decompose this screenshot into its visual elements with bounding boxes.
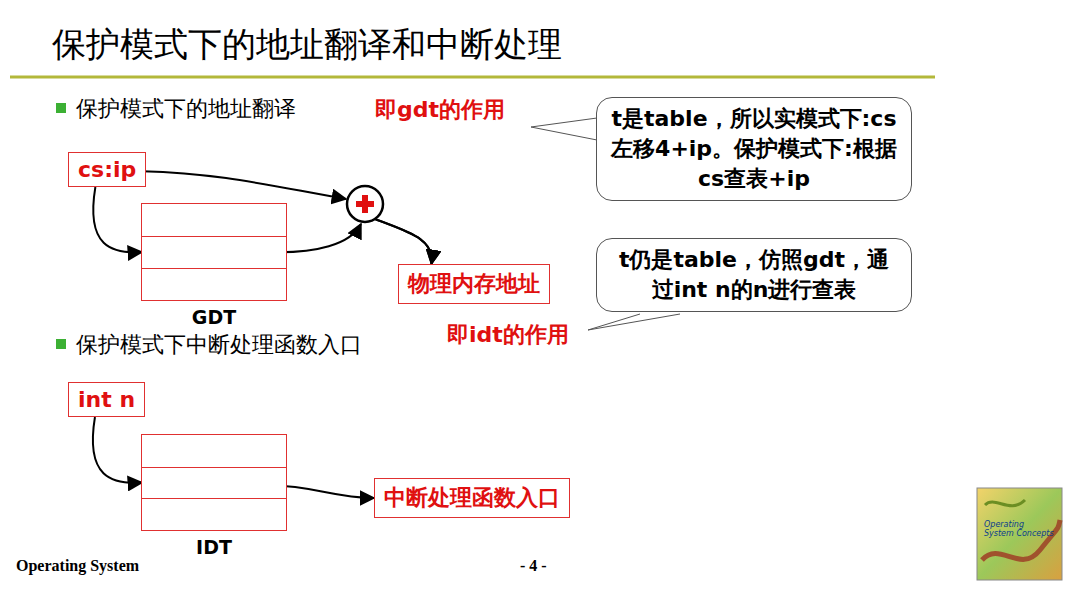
table-row-line — [142, 236, 286, 237]
table-row-line — [142, 498, 286, 499]
note-text: 即idt的作用 — [447, 320, 569, 350]
callout-bubble: t仍是table，仿照gdt，通过int n的n进行查表 — [596, 238, 912, 312]
bullet-square — [56, 339, 66, 349]
bullet-square — [56, 103, 66, 113]
result-box: 物理内存地址 — [398, 264, 550, 304]
connector — [92, 411, 142, 483]
table-row-line — [142, 467, 286, 468]
callout-tail — [588, 314, 680, 330]
connector-path — [93, 187, 142, 252]
plus-symbol — [362, 195, 368, 213]
connector-path — [93, 417, 142, 483]
connector-path — [375, 219, 432, 264]
page-number: - 4 - — [520, 557, 547, 575]
node-text: 物理内存地址 — [408, 271, 540, 296]
register-box: cs:ip — [68, 152, 146, 187]
node-text: int n — [78, 387, 135, 412]
connector-path — [375, 219, 432, 264]
cover-snake — [982, 520, 1060, 560]
node-text: t仍是table，仿照gdt，通过int n的n进行查表 — [619, 247, 889, 302]
book-cover — [977, 488, 1062, 580]
node-text: GDT — [142, 306, 286, 328]
callout-tail — [531, 118, 597, 140]
title-rule — [10, 76, 935, 79]
slide-title: 保护模式下的地址翻译和中断处理 — [52, 22, 562, 68]
node-text: cs:ip — [78, 157, 136, 182]
result-box: 中断处理函数入口 — [374, 478, 570, 518]
cover-title: Operating System Concepts — [984, 520, 1054, 538]
cover-snake — [985, 500, 1025, 506]
connector-path — [272, 486, 374, 499]
descriptor-table: IDT — [141, 434, 287, 531]
descriptor-table: GDT — [141, 203, 287, 301]
node-text: 中断处理函数入口 — [384, 485, 560, 510]
adder-circle — [347, 186, 383, 222]
connector-path — [142, 171, 346, 199]
instruction-box: int n — [68, 382, 145, 417]
bullet-text: 保护模式下的地址翻译 — [76, 94, 296, 124]
connector — [92, 181, 142, 252]
footer-text: Operating System — [16, 557, 139, 575]
bullet-text: 保护模式下中断处理函数入口 — [76, 330, 362, 360]
connector — [264, 219, 432, 264]
table-row-line — [142, 268, 286, 269]
node-text: t是table，所以实模式下:cs左移4+ip。保护模式下:根据cs查表+ip — [611, 106, 897, 191]
note-text: 即gdt的作用 — [375, 95, 505, 125]
callout-bubble: t是table，所以实模式下:cs左移4+ip。保护模式下:根据cs查表+ip — [596, 97, 912, 201]
node-text: IDT — [142, 536, 286, 558]
